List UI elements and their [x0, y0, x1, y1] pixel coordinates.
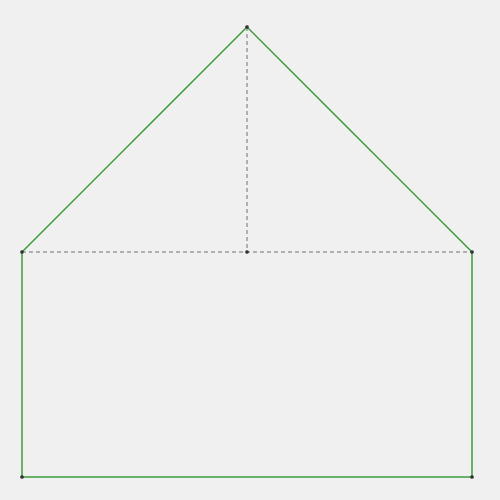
vertex-base-left [20, 475, 24, 479]
vertex-eave-right [470, 250, 474, 254]
outline-edge-eave-left-to-apex [21, 26, 248, 253]
vertex-base-right [470, 475, 474, 479]
vertex-eave-mid [245, 250, 249, 254]
vertex-apex [245, 25, 249, 29]
house-outline [21, 26, 473, 478]
vertex-points [20, 25, 474, 479]
vertex-eave-left [20, 250, 24, 254]
outline-edge-apex-to-eave-right [246, 26, 473, 253]
